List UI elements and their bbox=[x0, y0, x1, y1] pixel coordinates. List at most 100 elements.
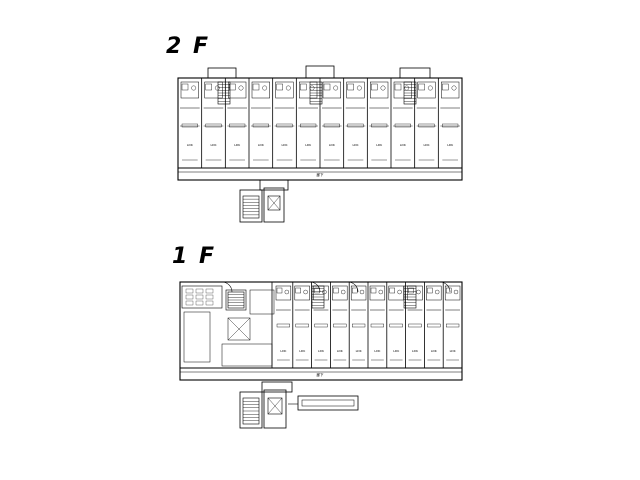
floor-2-toilet bbox=[442, 83, 449, 91]
floor-1-counter bbox=[408, 323, 422, 328]
floor-1-toilet bbox=[276, 287, 283, 294]
floor-1-elevator-hall bbox=[263, 389, 287, 429]
floor-2-wet-area bbox=[180, 81, 199, 99]
floor-1-unit-label: LDK bbox=[450, 349, 457, 353]
floor-2-roof-bump bbox=[305, 65, 335, 79]
floor-2-roof-bump bbox=[399, 67, 431, 79]
floor-1-wet-area bbox=[388, 285, 404, 301]
floor-2-elevator-hall bbox=[263, 187, 285, 223]
floor-2-toilet bbox=[371, 83, 378, 91]
floor-2-wet-area bbox=[228, 81, 247, 99]
floor-1-counter bbox=[389, 323, 403, 328]
floor-2-counter bbox=[205, 123, 222, 128]
floor-2-wet-area bbox=[417, 81, 436, 99]
floor-1-room bbox=[249, 289, 275, 315]
floor-1-sink bbox=[453, 289, 459, 295]
floor-1-elevator-shaft bbox=[267, 397, 283, 415]
floor-1-counter bbox=[427, 323, 441, 328]
floor-2-sink bbox=[333, 85, 339, 91]
floor-2-counter bbox=[181, 123, 198, 128]
floor-1-sink bbox=[303, 289, 308, 295]
floor-2-unit-label: LDK bbox=[329, 143, 336, 147]
floor-2-external-stair bbox=[239, 189, 263, 223]
floor-2-wet-area bbox=[275, 81, 294, 99]
floor-2-toilet bbox=[181, 83, 189, 91]
floor-1-office bbox=[181, 285, 223, 309]
floor-2-roof-bump bbox=[207, 67, 237, 79]
floor-2-wet-area bbox=[204, 81, 223, 99]
floor-2-wet-area bbox=[322, 81, 341, 99]
floor-2-toilet bbox=[276, 83, 283, 91]
floor-1-toilet bbox=[333, 287, 339, 294]
floor-1-counter bbox=[276, 323, 291, 328]
floor-1-unit-label: LDK bbox=[393, 349, 400, 353]
floor-1-wet-area bbox=[332, 285, 348, 301]
floor-1-toilet bbox=[446, 287, 452, 294]
floor-2-sink bbox=[191, 85, 197, 91]
floor-1-sink bbox=[284, 289, 289, 295]
floor-1-sink bbox=[397, 289, 402, 295]
floor-2-counter bbox=[276, 123, 293, 128]
floor-2-counter bbox=[442, 123, 459, 128]
floor-1-toilet bbox=[352, 287, 358, 294]
floor-2-unit-label: LDK bbox=[353, 143, 360, 147]
floor-1-lobby bbox=[183, 311, 211, 363]
floor-1-desk bbox=[205, 300, 214, 306]
floor-1-counter bbox=[370, 323, 385, 328]
floor-2-toilet bbox=[229, 83, 236, 91]
floor-1-label: 1 F bbox=[172, 244, 216, 269]
floor-2-sink bbox=[214, 85, 220, 91]
floor-2-counter bbox=[418, 123, 435, 128]
floor-2-unit-label: LDK bbox=[234, 143, 241, 147]
floor-1-toilet bbox=[370, 287, 377, 294]
floor-1-desk bbox=[195, 294, 204, 300]
floor-2-elevator-shaft bbox=[267, 195, 281, 211]
floor-1-desk bbox=[205, 288, 214, 294]
floor-1-counter bbox=[314, 323, 328, 328]
floor-2-counter bbox=[371, 123, 388, 128]
floor-1-wet-area bbox=[294, 285, 310, 301]
floor-1-walkway bbox=[297, 395, 359, 411]
floor-1-unit-label: LDK bbox=[374, 349, 381, 353]
floor-2-sink bbox=[285, 85, 291, 91]
floor-1-wet-area bbox=[369, 285, 386, 301]
floor-2-unit-label: LDK bbox=[447, 143, 454, 147]
floor-2-wet-area bbox=[441, 81, 460, 99]
floor-2-toilet bbox=[418, 83, 425, 91]
floor-1-elevator-x bbox=[267, 397, 283, 415]
floor-1-entrance-door-arc bbox=[221, 281, 233, 293]
floor-1-toilet bbox=[295, 287, 301, 294]
floor-1-unit-label: LDK bbox=[299, 349, 306, 353]
floor-1-elevator-x bbox=[227, 317, 251, 341]
floor-2-counter bbox=[347, 123, 364, 128]
floor-2-toilet bbox=[394, 83, 402, 91]
floor-1-external-stair bbox=[239, 391, 263, 429]
floor-1-counter bbox=[333, 323, 347, 328]
floor-1-sink bbox=[322, 289, 327, 295]
floor-1-stair-core bbox=[225, 289, 247, 311]
floor-2-toilet bbox=[347, 83, 354, 91]
floor-1-desk bbox=[195, 288, 204, 294]
floor-1-desk bbox=[185, 294, 194, 300]
floor-2-sink bbox=[427, 85, 433, 91]
floor-1-common-room bbox=[221, 343, 273, 367]
floor-2-counter bbox=[300, 123, 317, 128]
floor-1-toilet bbox=[314, 287, 320, 294]
floor-2-toilet bbox=[300, 83, 307, 91]
floor-1-desk bbox=[185, 300, 194, 306]
floor-1-desk bbox=[185, 288, 194, 294]
floor-2-unit-label: LDK bbox=[305, 143, 312, 147]
floor-1-entrance-door-arc bbox=[309, 281, 321, 293]
floor-2-counter bbox=[252, 123, 269, 128]
floor-2-unit-label: LDK bbox=[376, 143, 383, 147]
floor-1-corridor-label: 廊下 bbox=[317, 372, 325, 377]
floor-2-unit-label: LDK bbox=[282, 143, 289, 147]
floor-2-toilet bbox=[205, 83, 212, 91]
floor-1-counter bbox=[446, 323, 460, 328]
floor-1-unit-label: LDK bbox=[412, 349, 419, 353]
floor-2-wet-area bbox=[346, 81, 365, 99]
floor-1-wet-area bbox=[275, 285, 292, 301]
floor-1-sink bbox=[359, 289, 365, 295]
floor-2-unit-label: LDK bbox=[400, 143, 407, 147]
